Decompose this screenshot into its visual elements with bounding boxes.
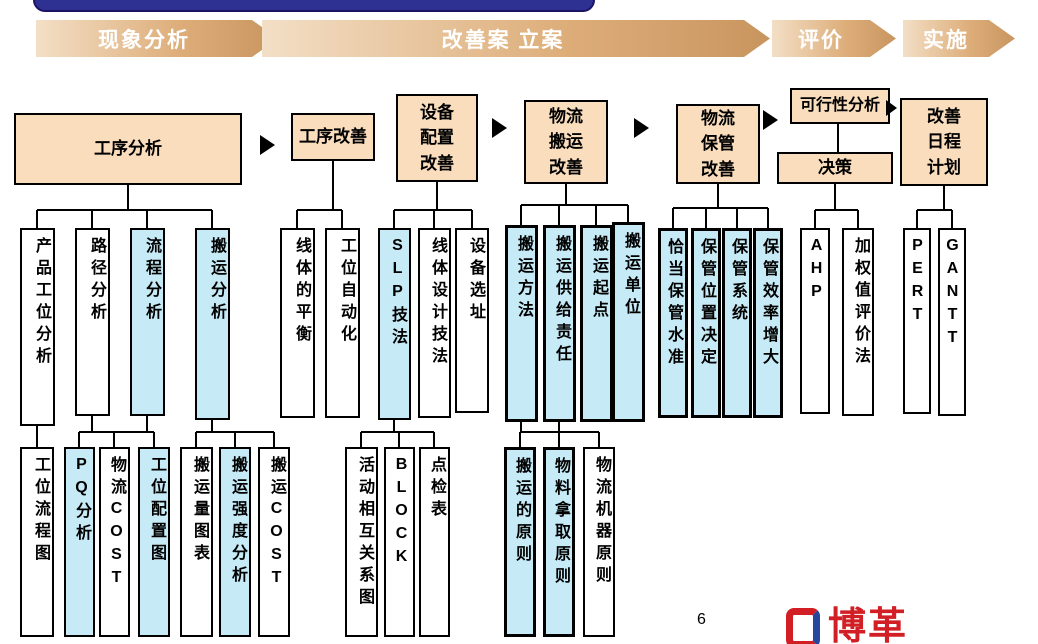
box-flow-analysis: 流程分析 xyxy=(130,228,165,416)
box-handling-method: 搬运方法 xyxy=(505,225,538,422)
box-pert: PERT xyxy=(903,228,931,414)
box-checklist: 点检表 xyxy=(419,447,450,637)
box-line-design-method: 线体设计技法 xyxy=(418,228,451,418)
box-route-analysis: 路径分析 xyxy=(75,228,110,416)
phase-decision: 决策 xyxy=(777,152,893,184)
company-logo: 博革 xyxy=(786,608,908,644)
arrow-right-icon xyxy=(634,118,649,138)
box-pq-analysis: PQ分析 xyxy=(64,447,95,637)
box-handling-cost: 搬运COST xyxy=(258,447,290,637)
box-ahp: AHP xyxy=(800,228,830,414)
box-handling-unit: 搬运单位 xyxy=(612,222,645,422)
logo-icon xyxy=(786,608,820,644)
box-storage-efficiency-increase: 保管效率增大 xyxy=(753,228,783,418)
logo-text: 博革 xyxy=(828,606,909,644)
box-station-layout-chart: 工位配置图 xyxy=(138,447,170,637)
box-station-automation: 工位自动化 xyxy=(325,228,360,418)
arrow-right-icon xyxy=(763,110,778,130)
box-handling-volume-chart: 搬运量图表 xyxy=(180,447,213,637)
arrow-right-icon xyxy=(492,118,507,138)
box-logistics-machine-principles: 物流机器原则 xyxy=(583,447,615,637)
box-gantt: GANTT xyxy=(938,228,966,416)
box-product-station-analysis: 产品工位分析 xyxy=(20,228,55,426)
box-equipment-siting: 设备选址 xyxy=(455,228,489,413)
title-bar-partial xyxy=(33,0,595,12)
phase-equipment-layout-improvement: 设备 配置 改善 xyxy=(396,94,478,182)
box-material-pickup-principles: 物料拿取原则 xyxy=(543,447,575,637)
banner-step-evaluation: 评价 xyxy=(772,20,896,57)
box-proper-storage-level: 恰当保管水准 xyxy=(658,228,688,418)
box-handling-origin: 搬运起点 xyxy=(580,225,613,422)
box-activity-relation-chart: 活动相互关系图 xyxy=(345,447,378,637)
box-logistics-cost: 物流COST xyxy=(99,447,130,637)
box-station-flow-chart: 工位流程图 xyxy=(20,447,54,637)
arrow-right-icon xyxy=(260,135,275,155)
banner-step-phenomenon-analysis: 现象分析 xyxy=(36,20,278,57)
box-handling-principles: 搬运的原则 xyxy=(504,447,536,637)
box-block: BLOCK xyxy=(384,447,415,637)
phase-logistics-handling-improvement: 物流 搬运 改善 xyxy=(524,100,608,184)
phase-logistics-storage-improvement: 物流 保管 改善 xyxy=(676,104,760,184)
phase-improvement-schedule: 改善 日程 计划 xyxy=(900,98,988,186)
box-slp-method: SLP技法 xyxy=(378,228,411,420)
box-storage-position-decision: 保管位置决定 xyxy=(691,228,721,418)
phase-process-analysis: 工序分析 xyxy=(14,113,242,185)
page-number: 6 xyxy=(697,611,706,628)
banner-step-improvement-proposal: 改善案 立案 xyxy=(262,20,770,57)
box-handling-analysis: 搬运分析 xyxy=(195,228,230,420)
box-handling-supply-duty: 搬运供给责任 xyxy=(543,225,576,422)
phase-feasibility-analysis: 可行性分析 xyxy=(790,88,890,124)
box-line-balance: 线体的平衡 xyxy=(280,228,315,418)
box-weighted-value-evaluation: 加权值评价法 xyxy=(842,228,874,416)
box-storage-system: 保管系统 xyxy=(722,228,752,418)
banner-step-implementation: 实施 xyxy=(903,20,1015,57)
box-handling-intensity-analysis: 搬运强度分析 xyxy=(219,447,251,637)
arrow-right-icon xyxy=(886,100,897,116)
phase-process-improvement: 工序改善 xyxy=(291,113,375,161)
